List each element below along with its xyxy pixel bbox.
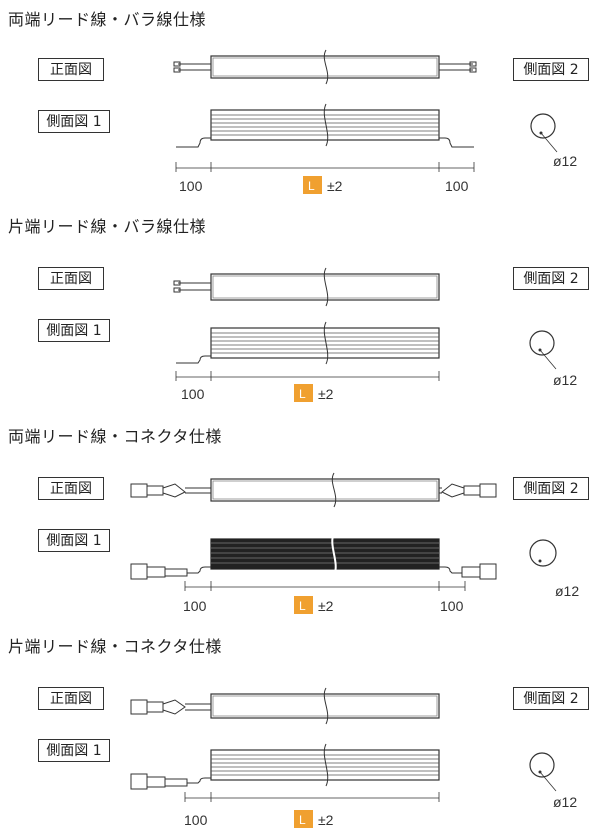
front-bar	[210, 49, 440, 85]
lead-wires	[173, 61, 477, 73]
lead-wires	[176, 355, 211, 364]
dim-right-label: 100	[440, 598, 464, 614]
side-view-2-label: 側面図 2	[513, 687, 589, 710]
lead-wires	[173, 280, 211, 293]
section-2-drawings: ø12 100 L ±2	[173, 267, 577, 402]
length-label: L	[308, 179, 315, 193]
length-badge	[294, 810, 313, 828]
section-3-drawings: ø12 100 100 L ±2	[130, 472, 579, 614]
section-4-drawings: ø12 100 L ±2	[130, 687, 577, 828]
end-view-circle	[529, 752, 557, 792]
section-title-3: 両端リード線・コネクタ仕様	[8, 427, 222, 446]
dim-right-label: 100	[445, 178, 469, 194]
tolerance-label: ±2	[318, 598, 334, 614]
length-label: L	[299, 813, 306, 827]
section-title-4: 片端リード線・コネクタ仕様	[8, 637, 222, 656]
side-view-2-label: 側面図 2	[513, 267, 589, 290]
tolerance-label: ±2	[327, 178, 343, 194]
front-bar	[210, 267, 440, 307]
dimension-line	[175, 162, 475, 172]
section-title-1: 両端リード線・バラ線仕様	[8, 10, 207, 29]
side-bar	[210, 321, 440, 365]
side-view-1-label: 側面図 1	[38, 319, 110, 342]
dim-left-label: 100	[183, 598, 207, 614]
connector	[130, 563, 497, 580]
side-bar	[210, 103, 440, 147]
front-view-label: 正面図	[38, 58, 104, 81]
length-label: L	[299, 599, 306, 613]
diameter-label: ø12	[553, 153, 577, 169]
length-label: L	[299, 387, 306, 401]
tolerance-label: ±2	[318, 812, 334, 828]
front-view-label: 正面図	[38, 687, 104, 710]
connector	[130, 699, 211, 715]
dim-left-label: 100	[181, 386, 205, 402]
length-badge	[303, 176, 322, 194]
section-1-drawings: ø12 100 100 L ±2	[173, 49, 577, 194]
end-view-circle	[529, 539, 557, 567]
side-view-1-label: 側面図 1	[38, 529, 110, 552]
connector	[130, 773, 211, 790]
diameter-label: ø12	[553, 372, 577, 388]
end-view-circle	[530, 113, 558, 153]
diameter-label: ø12	[553, 794, 577, 810]
side-view-1-label: 側面図 1	[38, 110, 110, 133]
side-bar	[210, 743, 440, 787]
front-bar	[210, 472, 440, 508]
side-view-2-label: 側面図 2	[513, 477, 589, 500]
side-bar	[210, 532, 440, 576]
dimension-line	[184, 792, 440, 802]
dimension-line	[184, 581, 466, 591]
dim-left-label: 100	[179, 178, 203, 194]
dim-left-label: 100	[184, 812, 208, 828]
lead-wires	[176, 137, 474, 148]
connector	[130, 483, 497, 498]
side-view-2-label: 側面図 2	[513, 58, 589, 81]
section-title-2: 片端リード線・バラ線仕様	[8, 217, 207, 236]
dimension-line	[175, 371, 440, 381]
diameter-label: ø12	[555, 583, 579, 599]
front-view-label: 正面図	[38, 267, 104, 290]
front-bar	[210, 687, 440, 725]
end-view-circle	[529, 330, 557, 370]
front-view-label: 正面図	[38, 477, 104, 500]
side-view-1-label: 側面図 1	[38, 739, 110, 762]
length-badge	[294, 384, 313, 402]
length-badge	[294, 596, 313, 614]
tolerance-label: ±2	[318, 386, 334, 402]
